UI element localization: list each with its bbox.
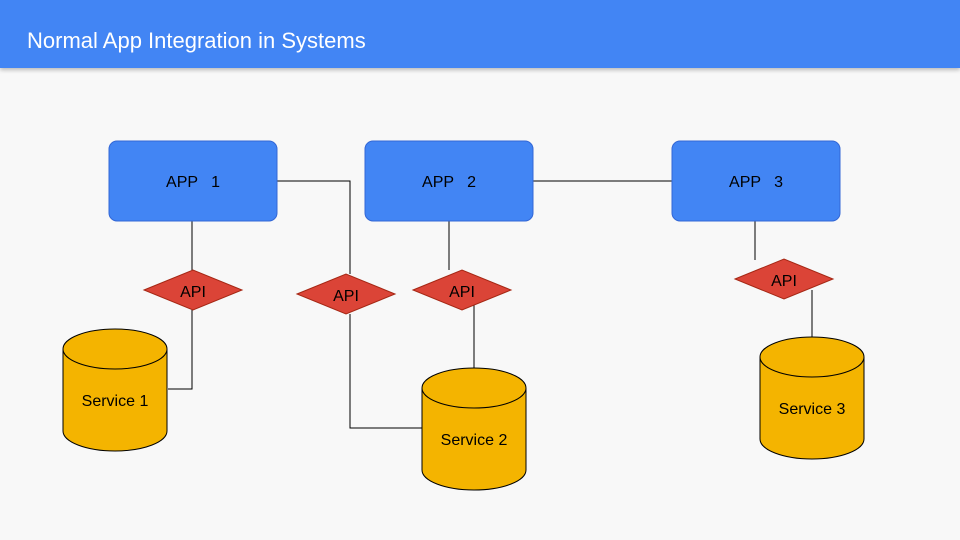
api-2-diamond: API	[295, 273, 397, 315]
api-3-diamond: API	[411, 269, 513, 311]
connector-app1-api2	[277, 180, 351, 274]
service-2-cylinder: Service 2	[421, 367, 527, 491]
api-3-label: API	[449, 284, 475, 301]
app-2-box: APP 2	[364, 140, 534, 222]
api-4-label: API	[771, 273, 797, 290]
service-3-label: Service 3	[779, 401, 846, 418]
page-title: Normal App Integration in Systems	[27, 28, 366, 53]
api-4-diamond: API	[733, 258, 835, 300]
app-2-label: APP 2	[422, 174, 476, 191]
service-1-label: Service 1	[82, 393, 149, 410]
service-3-cylinder: Service 3	[759, 336, 865, 460]
app-3-label: APP 3	[729, 174, 783, 191]
api-1-label: API	[180, 284, 206, 301]
service-1-cylinder: Service 1	[62, 328, 168, 452]
api-1-diamond: API	[142, 269, 244, 311]
app-3-box: APP 3	[671, 140, 841, 222]
app-1-label: APP 1	[166, 174, 220, 191]
api-2-label: API	[333, 288, 359, 305]
app-1-box: APP 1	[108, 140, 278, 222]
service-2-label: Service 2	[441, 432, 508, 449]
connector-api2-service2	[349, 314, 422, 429]
title-bar: Normal App Integration in Systems	[0, 0, 960, 68]
connector-api1-service1	[168, 310, 193, 390]
